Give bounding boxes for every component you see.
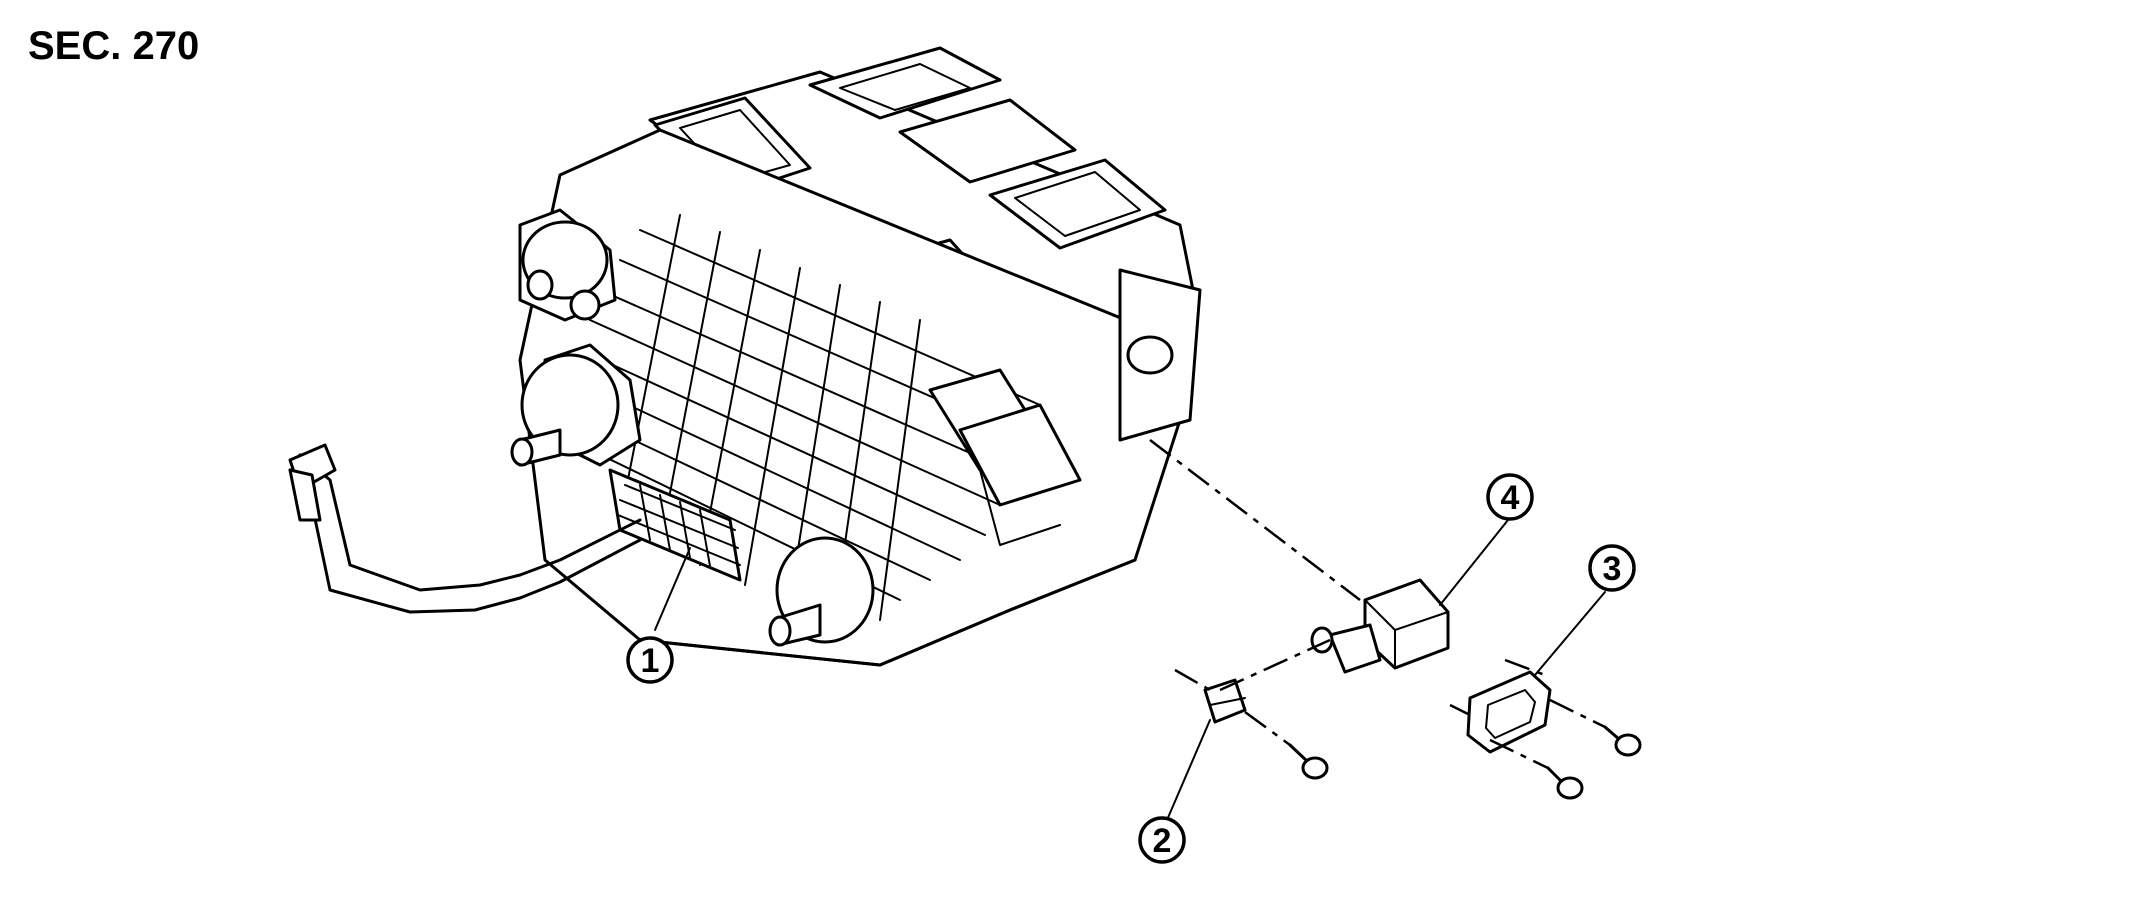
callout-2-number: 2 [1153, 822, 1172, 860]
drain-hose [288, 443, 642, 614]
callout-3: 3 [1588, 544, 1636, 592]
callout-4: 4 [1486, 473, 1534, 521]
heater-cooling-unit [510, 46, 1202, 667]
callout-2: 2 [1138, 816, 1186, 864]
callout-1: 1 [626, 636, 674, 684]
leader-lines [654, 519, 1606, 821]
part-3-frame [1466, 670, 1552, 754]
screw-part-3-upper [1603, 725, 1642, 757]
part-4-actuator [1310, 578, 1450, 674]
part-2-bracket [1203, 678, 1247, 724]
callout-3-number: 3 [1603, 550, 1622, 588]
screw-part-2 [1288, 743, 1329, 780]
section-label: SEC. 270 [28, 24, 200, 68]
screw-part-3-lower [1546, 766, 1584, 800]
callout-1-number: 1 [641, 642, 660, 680]
callout-4-number: 4 [1501, 479, 1520, 517]
